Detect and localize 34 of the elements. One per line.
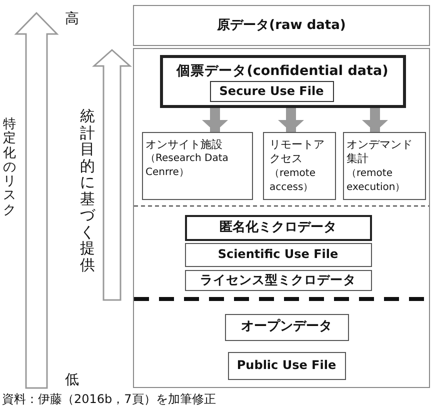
box-sublabel: （Research Data Cenrre）: [146, 152, 230, 180]
box-label: リモートアクセス: [270, 138, 326, 168]
box-label: オンサイト施設: [146, 138, 222, 152]
data-box: [142, 132, 252, 200]
box-label: Public Use File: [236, 357, 336, 374]
data-box: [210, 80, 334, 102]
box-sublabel: （remote execution）: [346, 167, 406, 194]
arrow: [202, 108, 228, 132]
data-box: [133, 5, 430, 46]
box-label: 原データ(raw data): [217, 16, 346, 34]
scale-label: 低: [65, 371, 79, 389]
box-label: Secure Use File: [219, 82, 324, 100]
data-box: [184, 242, 372, 266]
data-box: [224, 314, 348, 340]
data-box: [262, 132, 336, 200]
data-box: [184, 214, 372, 240]
caption: 資料：伊藤（2016b，7頁）を加筆修正: [2, 391, 216, 408]
box-label: オープンデータ: [241, 318, 332, 336]
data-box: [228, 352, 346, 380]
axis-label: 特定化のリスク: [3, 118, 16, 218]
box-sublabel: （remote access）: [270, 167, 316, 194]
data-box: [184, 270, 372, 290]
scale-label: 高: [65, 10, 79, 28]
data-box: [342, 132, 426, 200]
box-label: 匿名化ミクロデータ: [220, 218, 336, 236]
box-label: オンデマンド集計: [346, 138, 414, 168]
box-label: ライセンス型ミクロデータ: [200, 272, 356, 288]
arrow: [362, 108, 388, 132]
data-box: [160, 54, 406, 108]
box-label: 個票データ(confidential data): [176, 62, 388, 80]
container-box: [133, 48, 430, 388]
arrow: [278, 108, 304, 132]
axis-label: 統計目的に基づく提供: [80, 108, 95, 273]
box-label: Scientific Use File: [218, 246, 338, 263]
